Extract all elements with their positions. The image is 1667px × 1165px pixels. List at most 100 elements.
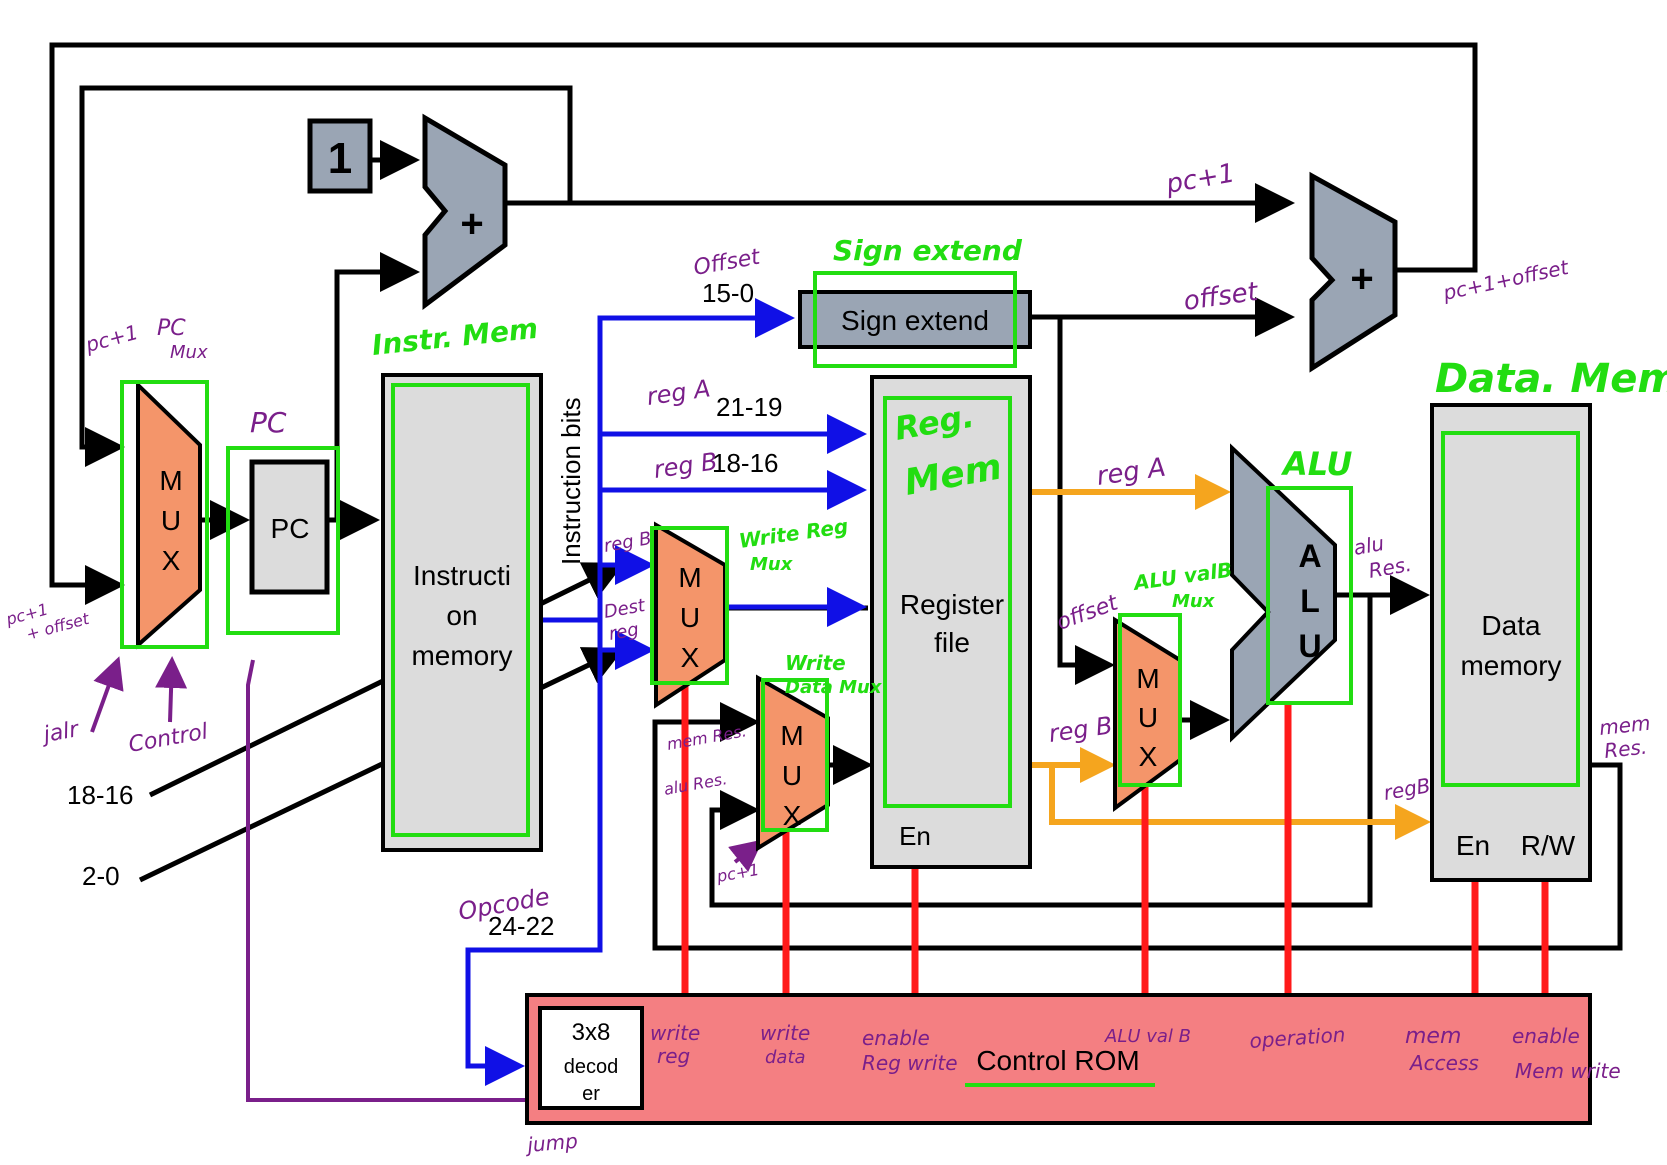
purple-wires (90, 656, 764, 1102)
ann-dest-reg-1: Dest (602, 595, 647, 623)
ann-offset-alu: offset (1054, 590, 1123, 635)
alu-a: A (1298, 538, 1321, 574)
wire-instruction-bus (540, 298, 795, 623)
wire-offset-to-mux (1057, 317, 1115, 685)
decoder-line2: decod (564, 1056, 619, 1078)
wire-pc-plus-1-loop (79, 85, 573, 467)
pc-mux-u: U (161, 505, 181, 536)
ann-enable-reg-write-1: enable (862, 1026, 930, 1050)
pc-label: PC (271, 513, 310, 544)
adder-right-label: + (1350, 257, 1373, 301)
decoder-line3: er (582, 1083, 600, 1105)
ann-offset-top: Offset (692, 244, 763, 280)
alu-valb-mux: M U X (1113, 616, 1182, 812)
rf-line2: file (934, 627, 970, 658)
pc-mux-x: X (162, 545, 181, 576)
avmux-x: X (1139, 741, 1158, 772)
dm-line1: Data (1481, 610, 1541, 641)
alu-u: U (1298, 628, 1321, 664)
ann-control: Control (127, 719, 210, 758)
label-offset-bits: 15-0 (702, 278, 754, 308)
wire-branch-target-loop (49, 42, 1478, 605)
ann-write-reg-1: write (650, 1021, 700, 1045)
pc-mux-m: M (159, 465, 182, 496)
ann-instr-mem: Instr. Mem (370, 312, 539, 362)
ann-jalr: jalr (39, 717, 82, 749)
hl-pc-mux (120, 380, 209, 649)
ann-write-data-1: write (760, 1021, 810, 1045)
ann-alu-res-mux: alu Res. (662, 769, 728, 799)
ann-reg-a-bits: reg A (645, 374, 712, 411)
ann-offset-right: offset (1182, 277, 1261, 317)
ann-dest-reg-2: reg (607, 619, 640, 645)
rf-en: En (899, 821, 931, 851)
wire-alu-result-feedback (709, 595, 1373, 908)
ann-mem-res-1: mem (1598, 711, 1652, 740)
ann-write-reg-2: reg (657, 1044, 690, 1068)
wdmux-u: U (782, 760, 802, 791)
rf-line1: Register (900, 589, 1004, 620)
sign-extend-unit: Sign extend (798, 290, 1032, 349)
ann-write-reg-mux-1: Write Reg (737, 514, 849, 553)
hl-write-reg-mux (650, 526, 729, 685)
ann-alu-res-1: alu (1352, 531, 1386, 560)
wire-opcode (465, 620, 603, 1086)
label-bits-18-16: 18-16 (67, 780, 134, 810)
ann-sign-extend: Sign extend (833, 234, 1023, 267)
wire-reg-b-to-dm (1049, 765, 1431, 840)
ann-pc-plus-1-left: pc+1 (82, 320, 141, 357)
ann-alu-valb-mux-1: ALU valB (1130, 557, 1233, 595)
label-opcode-bits: 24-22 (488, 911, 555, 941)
hl-data-mem (1441, 431, 1580, 787)
imem-line3: memory (411, 640, 512, 671)
avmux-m: M (1136, 663, 1159, 694)
dm-rw: R/W (1521, 830, 1576, 861)
write-reg-mux: M U X (654, 521, 727, 709)
label-rega-bits: 21-19 (716, 392, 783, 422)
orange-wires (1030, 474, 1431, 840)
imem-line1: Instructi (413, 560, 511, 591)
ann-write-data-mux-1: Write (785, 651, 846, 675)
hl-sign-extend (813, 271, 1017, 368)
hl-reg-mem (883, 396, 1012, 808)
label-instruction-bits: Instruction bits (556, 397, 586, 565)
ann-mem-access-2: Access (1408, 1051, 1479, 1075)
decoder-line1: 3x8 (572, 1019, 611, 1046)
wrmux-m: M (678, 562, 701, 593)
green-highlights (120, 271, 1580, 837)
ann-pc-plus-1-mux: pc+1 (714, 860, 760, 886)
register-file: Register file En (870, 375, 1032, 869)
dm-line2: memory (1460, 650, 1561, 681)
ann-pc-plus-1-offset-right: pc+1+offset (1440, 255, 1571, 305)
ann-enable-mem-write-2: Mem write (1515, 1059, 1621, 1083)
ann-reg-b-alu: reg B (1047, 711, 1114, 748)
data-memory: Data memory En R/W (1430, 403, 1592, 882)
const-one-label: 1 (328, 134, 352, 183)
ann-write-data-2: data (765, 1047, 806, 1068)
ann-reg-b-bits: reg B (652, 447, 719, 484)
control-rom-label: Control ROM (976, 1045, 1139, 1076)
pc-register: PC (249, 459, 330, 595)
decoder-3x8: 3x8 decod er (538, 1006, 644, 1110)
wire-jump (246, 659, 527, 1102)
ann-mem-access-1: mem (1405, 1024, 1461, 1049)
arrow-control (155, 656, 188, 723)
ann-alu-valb-mux-2: Mux (1172, 591, 1216, 612)
const-one-box: 1 (307, 118, 373, 194)
wdmux-m: M (780, 720, 803, 751)
ann-data-mem: Data. Mem (1435, 356, 1667, 402)
wrmux-u: U (680, 602, 700, 633)
label-regb-bits: 18-16 (712, 448, 779, 478)
arrow-pc-plus-1 (728, 839, 764, 872)
label-bits-2-0: 2-0 (82, 861, 120, 891)
bit-labels: 15-0 21-19 18-16 18-16 2-0 24-22 Instruc… (67, 278, 783, 941)
arrow-jalr (90, 656, 124, 733)
adder-top-label: + (460, 202, 483, 246)
blue-wires (465, 298, 867, 1086)
pc-mux: M U X (136, 380, 202, 650)
alu-unit: A L U (1230, 443, 1337, 743)
hl-pc (226, 446, 340, 635)
ann-reg-b-mux: reg B (602, 528, 653, 557)
ann-mem-res-mux: mem Res. (665, 721, 748, 754)
